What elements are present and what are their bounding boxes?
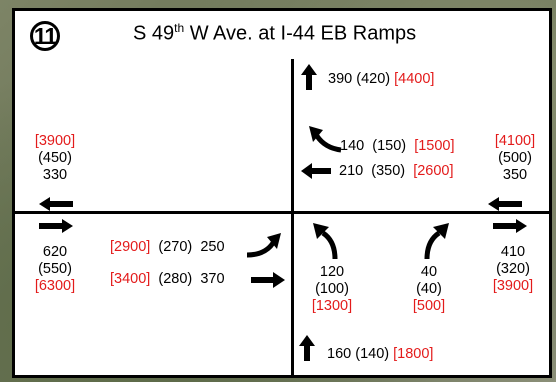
east-out-volumes: 410 (320) [3900] (492, 244, 534, 294)
sb-right-turn-arrow-icon (424, 223, 449, 260)
sb-right-volumes: 40 (40) [500] (412, 264, 446, 314)
south-in-arrow-icon (299, 335, 315, 361)
west-out-volumes: [3900] (450) 330 (34, 133, 76, 183)
south-in-volumes: 160 (140) [1800] (327, 346, 434, 362)
sb-left-turn-arrow-icon (313, 223, 338, 260)
eb-through-volumes: [3400] (280) 370 (110, 271, 225, 287)
west-in-arrow-icon (39, 219, 73, 233)
north-exit-volumes: 390 (420) [4400] (328, 71, 435, 87)
traffic-count-diagram: 11 S 49th W Ave. at I-44 EB Ramps 390 (4… (12, 8, 552, 378)
nb-left-volumes: 140 (150) [1500] (340, 138, 455, 154)
east-out-arrow-icon (493, 219, 527, 233)
diagram-title: S 49th W Ave. at I-44 EB Ramps (133, 21, 417, 45)
eb-left-volumes: [2900] (270) 250 (110, 239, 225, 255)
nb-through-volumes: 210 (350) [2600] (339, 163, 454, 179)
nb-through-arrow-icon (301, 163, 331, 179)
sb-left-volumes: 120 (100) [1300] (311, 264, 353, 314)
eb-left-turn-arrow-icon (246, 233, 281, 258)
east-in-arrow-icon (488, 197, 522, 211)
nb-left-turn-arrow-icon (309, 126, 342, 153)
west-out-arrow-icon (39, 197, 73, 211)
north-exit-arrow-icon (301, 64, 317, 90)
east-in-volumes: [4100] (500) 350 (494, 133, 536, 183)
intersection-number-badge: 11 (30, 21, 60, 51)
east-west-road-line (15, 211, 549, 214)
eb-through-arrow-icon (251, 272, 285, 288)
north-south-road-line (291, 59, 294, 375)
west-in-volumes: 620 (550) [6300] (34, 244, 76, 294)
